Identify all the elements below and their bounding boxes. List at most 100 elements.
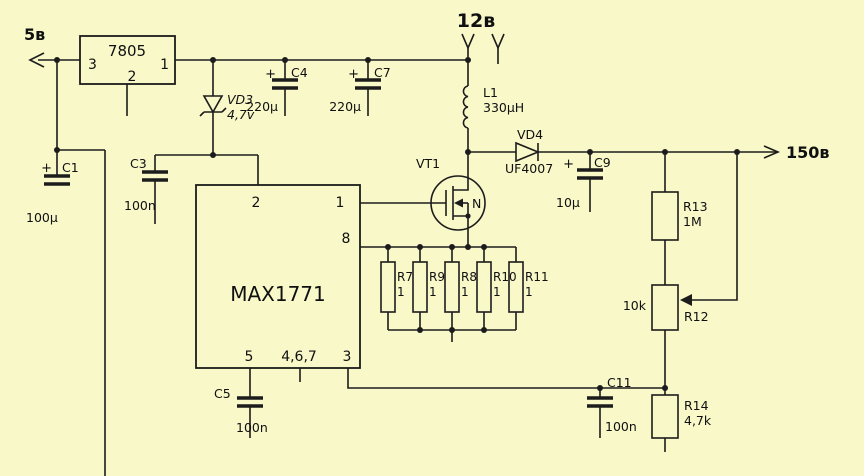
regulator-pin-in: 1 xyxy=(160,57,169,73)
r13-ref: R13 xyxy=(683,199,708,214)
r14-ref: R14 xyxy=(684,398,709,413)
l1-ref: L1 xyxy=(483,85,498,100)
regulator-7805: 7805 3 1 2 xyxy=(79,35,176,85)
vd4-value: UF4007 xyxy=(505,161,553,176)
c3-value: 100n xyxy=(124,198,156,213)
label-150v: 150в xyxy=(786,143,830,162)
resistor-body xyxy=(380,261,396,313)
ic-pin467: 4,6,7 xyxy=(281,349,317,365)
vt1-ref: VT1 xyxy=(416,156,440,171)
diode-triangle xyxy=(515,141,541,163)
junction-dot xyxy=(465,57,471,63)
capacitor-c1: + C1 100µ xyxy=(26,160,79,225)
r8-ref: R8 xyxy=(461,270,477,284)
resistor-body xyxy=(651,191,679,241)
resistor-r7: R7 1 xyxy=(380,261,413,313)
c1-ref: C1 xyxy=(62,160,79,175)
ground-icon xyxy=(114,116,140,126)
ground-icon xyxy=(355,116,381,126)
resistor-body xyxy=(412,261,428,313)
wire-r12-wiper xyxy=(692,152,738,301)
capacitor-c9: + C9 10µ xyxy=(556,155,611,210)
capacitor-c11: C11 100n xyxy=(587,375,637,434)
junction-dot xyxy=(481,244,487,250)
junction-dot xyxy=(449,244,455,250)
ground-icon xyxy=(587,438,613,448)
r10-value: 1 xyxy=(493,285,501,299)
wire-node-pin2 xyxy=(155,154,259,185)
capacitor-plates xyxy=(355,78,381,90)
ground-icon xyxy=(652,452,678,462)
inductor-l1: L1 330µH xyxy=(462,85,524,129)
junction-dot xyxy=(417,327,423,333)
wires xyxy=(28,33,781,476)
arrow-150v-icon xyxy=(763,145,781,159)
c5-value: 100n xyxy=(236,420,268,435)
wire-res-top-leads xyxy=(387,247,517,262)
ground-icon xyxy=(237,438,263,448)
junction-dot xyxy=(210,57,216,63)
c4-value: 220µ xyxy=(246,99,278,114)
resistor-body xyxy=(508,261,524,313)
resistor-r13: R13 1M xyxy=(651,191,708,241)
drain-lead xyxy=(453,152,469,191)
c1-value: 100µ xyxy=(26,210,58,225)
r8-value: 1 xyxy=(461,285,469,299)
ic-pin5: 5 xyxy=(245,349,254,365)
junction-dot xyxy=(662,385,668,391)
transistor-circle xyxy=(430,175,486,231)
r11-ref: R11 xyxy=(525,270,549,284)
regulator-name: 7805 xyxy=(108,42,146,60)
c7-plus: + xyxy=(348,67,359,82)
vt1-channel: N xyxy=(472,196,481,211)
capacitor-plates xyxy=(237,396,263,408)
ic-pin8: 8 xyxy=(342,231,351,247)
ic-body xyxy=(195,184,361,369)
resistor-r8: R8 1 xyxy=(444,261,477,313)
c5-ref: C5 xyxy=(214,386,231,401)
regulator-pin-gnd: 2 xyxy=(128,69,137,85)
ic-pin3: 3 xyxy=(343,349,352,365)
ground-icon xyxy=(287,382,313,392)
junction-dot xyxy=(734,149,740,155)
junction-dot xyxy=(210,152,216,158)
junction-dot xyxy=(662,149,668,155)
vd3-ref: VD3 xyxy=(227,92,253,107)
ground-symbols xyxy=(44,64,678,462)
capacitor-plates xyxy=(272,78,298,90)
capacitor-c3: C3 100n xyxy=(124,156,168,213)
c1-plus: + xyxy=(41,161,52,176)
junction-dot xyxy=(597,385,603,391)
resistor-r10: R10 1 xyxy=(476,261,517,313)
resistor-r11: R11 1 xyxy=(508,261,549,313)
r12-value: 10k xyxy=(623,298,647,313)
vd3-value: 4,7v xyxy=(227,107,255,122)
junction-dot xyxy=(587,149,593,155)
r13-value: 1M xyxy=(683,214,702,229)
c7-ref: C7 xyxy=(374,65,391,80)
c9-value: 10µ xyxy=(556,195,580,210)
wire-left-branch xyxy=(56,60,106,476)
resistor-body xyxy=(444,261,460,313)
ground-icon xyxy=(44,226,70,236)
resistor-r9: R9 1 xyxy=(412,261,445,313)
r12-wiper-arrow-icon xyxy=(680,294,692,306)
source-lead xyxy=(453,203,469,247)
regulator-body xyxy=(79,35,176,85)
label-5v: 5в xyxy=(24,25,45,44)
junction-dot xyxy=(385,244,391,250)
capacitor-c5: C5 100n xyxy=(214,386,268,435)
wire-res-bottom-leads xyxy=(387,312,517,342)
diode-triangle xyxy=(202,95,224,114)
c9-plus: + xyxy=(563,157,574,172)
inductor-coil xyxy=(462,85,469,129)
vd4-ref: VD4 xyxy=(517,127,543,142)
label-12v: 12в xyxy=(457,10,495,32)
c9-ref: C9 xyxy=(594,155,611,170)
junction-dot xyxy=(449,327,455,333)
ic-pin1: 1 xyxy=(336,195,345,211)
c4-ref: C4 xyxy=(291,65,308,80)
r9-value: 1 xyxy=(429,285,437,299)
